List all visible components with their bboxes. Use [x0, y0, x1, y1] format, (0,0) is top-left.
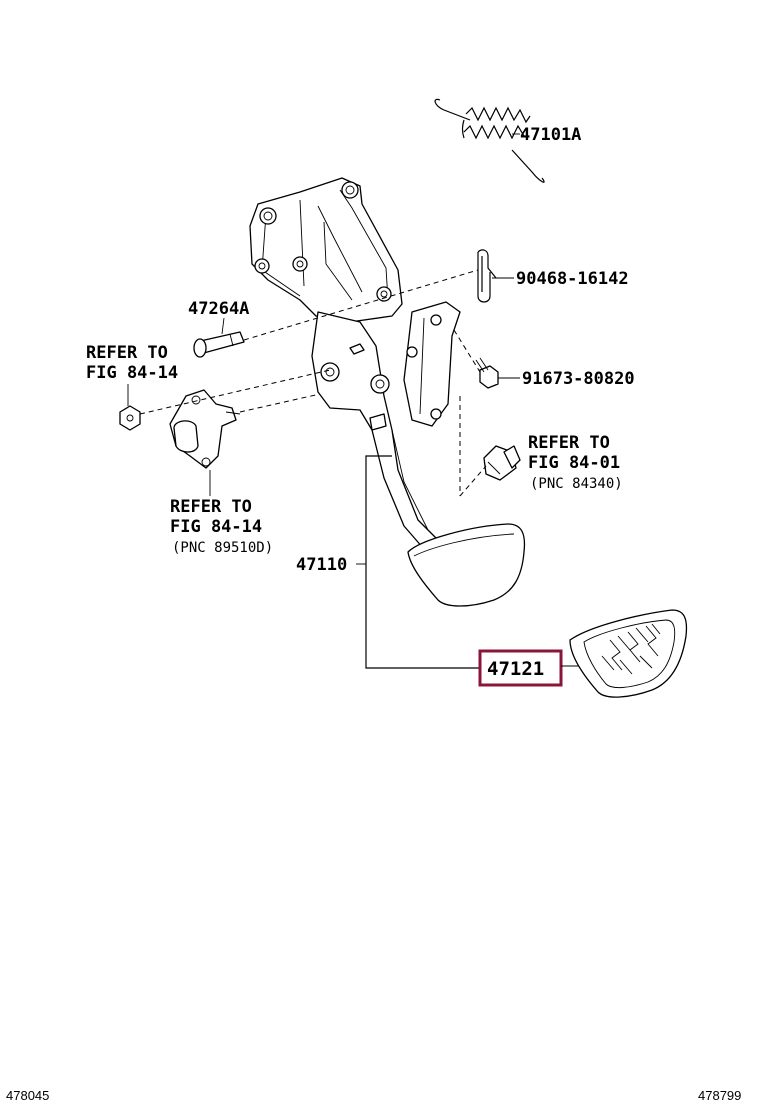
label-clip: 90468-16142 — [516, 269, 629, 289]
assembly-lines — [139, 269, 487, 497]
label-refer-sensor-1: REFER TO — [170, 497, 252, 517]
pedal-pad — [569, 609, 688, 698]
pedal-arm — [311, 301, 461, 557]
label-spring: 47101A — [520, 125, 581, 145]
label-refer-right-1: REFER TO — [528, 433, 610, 453]
footer-right-code: 478799 — [698, 1088, 741, 1103]
label-pin: 47264A — [188, 299, 249, 319]
clevis-pin — [193, 331, 245, 358]
group-bracket — [365, 455, 480, 669]
leader-pin — [221, 317, 225, 335]
label-refer-right-2: FIG 84-01 — [528, 453, 620, 473]
nut — [119, 405, 141, 431]
label-pedal-pad[interactable]: 47121 — [487, 658, 544, 680]
stop-lamp-switch — [483, 445, 521, 481]
label-refer-sensor-3: (PNC 89510D) — [172, 540, 273, 556]
pedal-pad-installed — [407, 523, 526, 607]
pedal-bracket — [249, 177, 403, 323]
label-bolt: 91673-80820 — [522, 369, 635, 389]
bolt — [475, 357, 499, 389]
label-refer-sensor-2: FIG 84-14 — [170, 517, 262, 537]
pedal-position-sensor — [169, 389, 241, 469]
retaining-clip — [477, 249, 497, 303]
label-refer-left-1: REFER TO — [86, 343, 168, 363]
label-refer-left-2: FIG 84-14 — [86, 363, 178, 383]
return-spring — [434, 98, 545, 183]
footer-left-code: 478045 — [6, 1088, 49, 1103]
label-refer-right-3: (PNC 84340) — [530, 476, 623, 492]
highlight-box[interactable] — [478, 649, 563, 687]
label-pedal-assy: 47110 — [296, 555, 347, 575]
